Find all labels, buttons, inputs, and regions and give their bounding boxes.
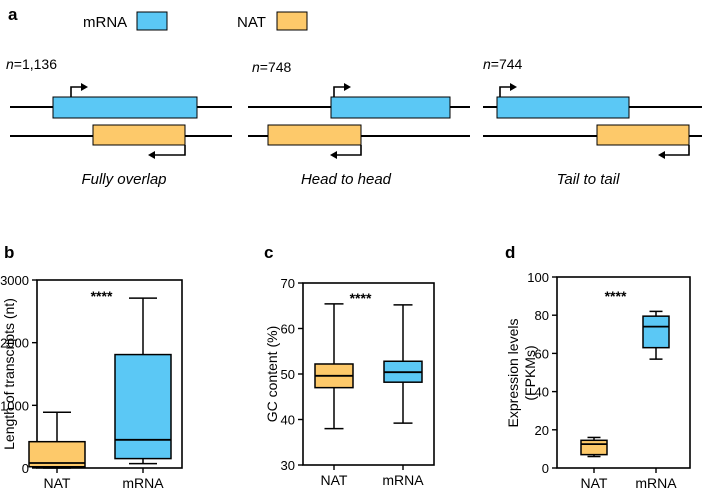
x-tick-label: mRNA: [122, 475, 164, 491]
plot-frame: [556, 276, 691, 469]
box-mrna-iqr: [642, 315, 670, 349]
box-mrna-iqr: [114, 353, 172, 460]
y-tick-label: 60: [535, 346, 549, 361]
y-tick-label: 1000: [0, 398, 29, 413]
significance-label: ****: [350, 290, 372, 306]
diagram-3-count: n=744: [483, 56, 523, 72]
y-axis-label-line2: (FPKMs): [522, 345, 538, 400]
diagram-1-caption: Fully overlap: [81, 171, 166, 188]
diagram-2-mrna-tss-arrow: [333, 86, 347, 97]
diagram-1-nat-tss-arrow: [152, 145, 186, 156]
legend-nat-label: NAT: [237, 14, 266, 31]
diagram-1-count: n=1,136: [6, 56, 57, 72]
panel-c-label: c: [264, 243, 273, 262]
diagram-1-n-value: =1,136: [14, 56, 57, 72]
diagram-1-mrna-tss-arrow: [70, 86, 84, 97]
diagram-2-nat-box: [267, 124, 362, 146]
panel-d-label: d: [505, 243, 515, 262]
diagram-2-count: n=748: [252, 59, 292, 75]
y-tick-label: 80: [535, 308, 549, 323]
x-tick-label: mRNA: [635, 475, 677, 491]
x-tick-label: NAT: [44, 475, 71, 491]
diagram-3-mrna-arrowhead: [510, 83, 517, 91]
diagram-2-n-value: =748: [260, 59, 292, 75]
legend-mrna-label: mRNA: [83, 14, 127, 31]
diagram-3-nat-tss-arrow: [662, 145, 690, 156]
x-tick-label: NAT: [581, 475, 608, 491]
significance-label: ****: [605, 288, 627, 304]
diagram-3-nat-arrowhead: [658, 151, 665, 159]
y-tick-label: 50: [281, 367, 295, 382]
diagram-3-n-value: =744: [491, 56, 523, 72]
diagram-3-n: n: [483, 56, 491, 72]
panel-c-chart: c 30 40 50 60 70 GC content (%) **** NAT mRNA: [264, 243, 435, 488]
y-tick-label: 20: [535, 423, 549, 438]
diagram-1-mrna-box: [52, 96, 198, 119]
plot-frame: [36, 279, 183, 469]
diagram-1-nat-arrowhead: [148, 151, 155, 159]
diagram-3-nat-box: [596, 124, 690, 146]
diagram-1-nat-box: [92, 124, 186, 146]
diagram-2-nat-arrowhead: [330, 151, 337, 159]
y-tick-label: 2000: [0, 336, 29, 351]
diagram-tail-to-tail: n=744 Tail to tail: [483, 56, 702, 188]
diagram-2-n: n: [252, 59, 260, 75]
y-tick-label: 40: [535, 385, 549, 400]
y-tick-label: 30: [281, 458, 295, 473]
significance-label: ****: [91, 288, 113, 304]
legend-nat-swatch: [276, 11, 308, 31]
panel-a-label: a: [8, 5, 18, 24]
x-tick-label: NAT: [321, 472, 348, 488]
diagram-1-mrna-arrowhead: [81, 83, 88, 91]
diagram-2-mrna-arrowhead: [344, 83, 351, 91]
diagram-2-mrna-box: [330, 96, 451, 119]
y-tick-label: 60: [281, 322, 295, 337]
y-tick-label: 40: [281, 413, 295, 428]
panel-b-label: b: [4, 243, 14, 262]
diagram-2-nat-tss-arrow: [334, 145, 362, 156]
x-tick-label: mRNA: [382, 472, 424, 488]
diagram-3-mrna-box: [496, 96, 630, 119]
diagram-2-caption: Head to head: [301, 171, 392, 188]
y-tick-label: 3000: [0, 273, 29, 288]
box-nat-iqr: [580, 439, 608, 456]
y-tick-label: 100: [527, 270, 549, 285]
legend-mrna-swatch: [136, 11, 168, 31]
diagram-3-mrna-tss-arrow: [499, 86, 513, 97]
y-tick-label: 70: [281, 276, 295, 291]
diagram-1-n: n: [6, 56, 14, 72]
diagram-head-to-head: n=748 Head to head: [248, 59, 470, 188]
y-axis-label: GC content (%): [264, 326, 280, 422]
diagram-3-caption: Tail to tail: [557, 171, 620, 188]
y-axis-label: Length of transcripts (nt): [1, 298, 17, 450]
diagram-fully-overlap: n=1,136 Fully overlap: [6, 56, 232, 188]
y-axis-label-line1: Expression levels: [505, 319, 521, 428]
y-tick-label: 0: [542, 461, 549, 476]
y-tick-label: 0: [22, 461, 29, 476]
